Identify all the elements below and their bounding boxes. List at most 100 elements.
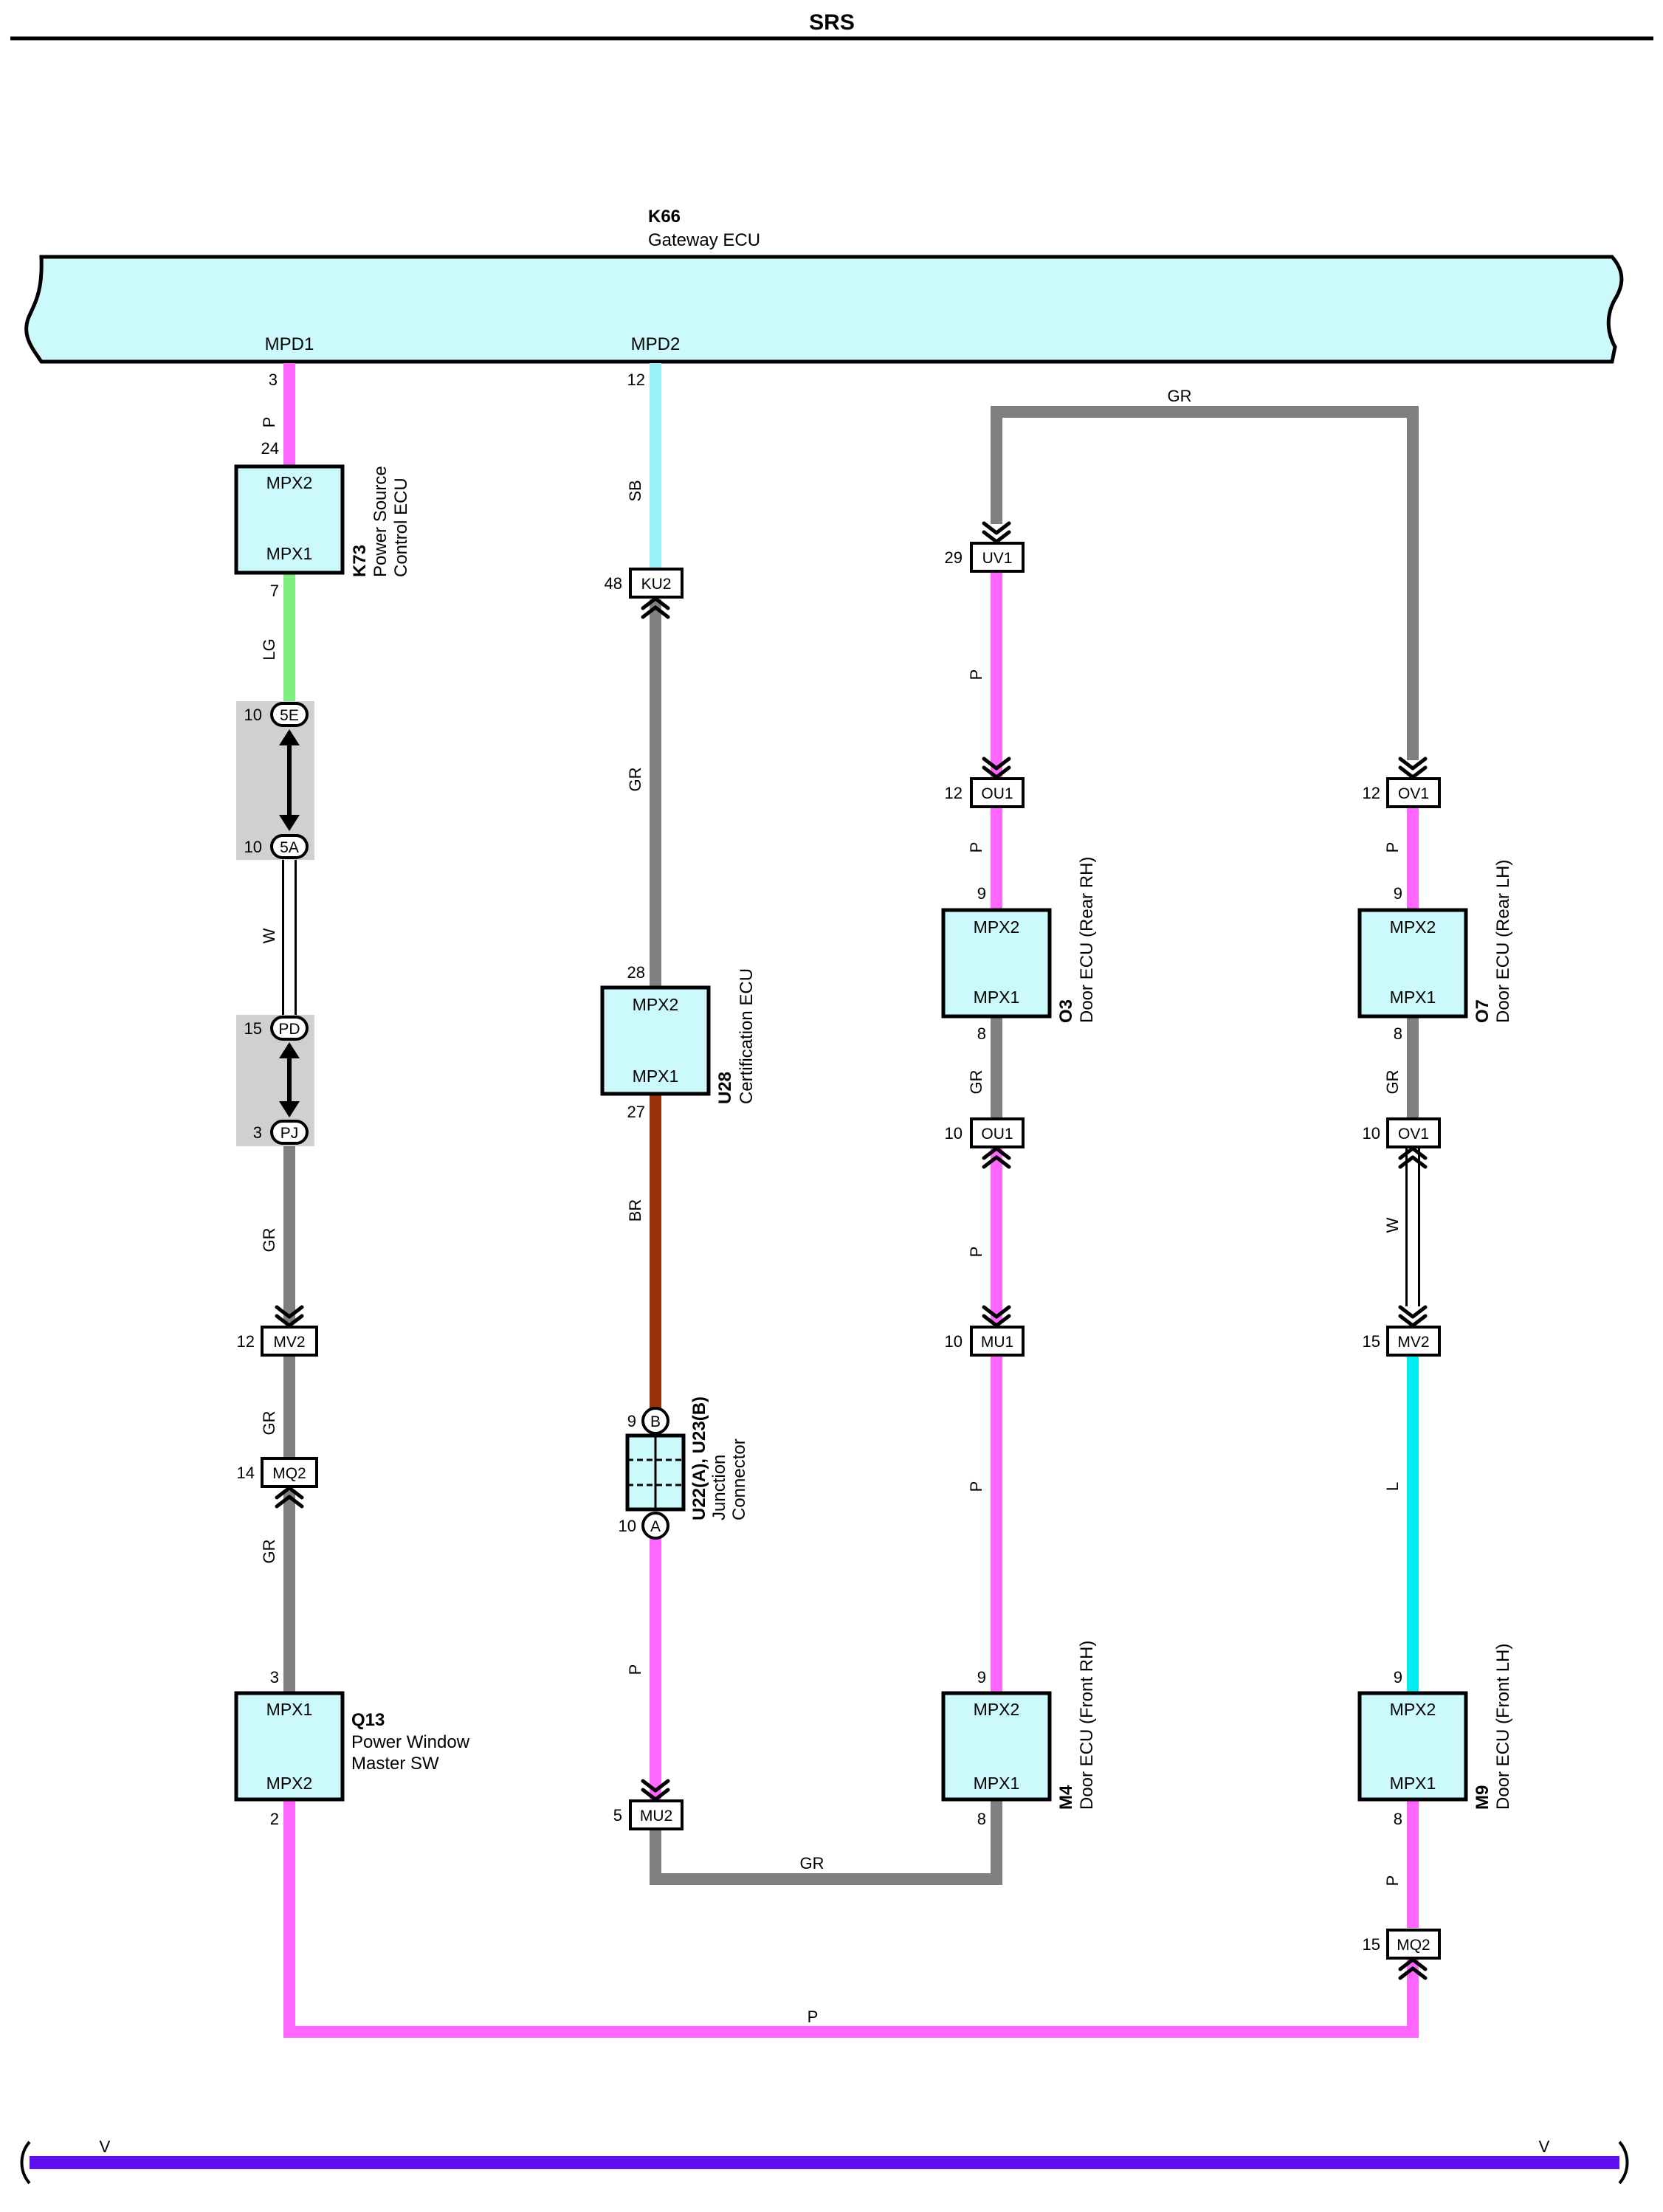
gateway-name: Gateway ECU [648, 230, 760, 250]
link-arrowhead-bottom [279, 815, 300, 831]
connector-5a-symbol [270, 834, 309, 859]
m4-ecu-box [941, 1691, 1052, 1802]
pin-numbers: 3 24 7 10 10 15 3 12 14 3 2 12 48 28 27 … [237, 371, 1402, 1954]
connector-ou1-top-label: OU1 [981, 785, 1013, 802]
pin-number: 5 [613, 1806, 622, 1825]
m4-bottom-pin: MPX1 [974, 1774, 1020, 1793]
chevron-down-icon [1400, 759, 1425, 777]
pin-number: 27 [627, 1103, 645, 1121]
wire-label: GR [1168, 387, 1192, 405]
wire-color-labels: P LG W GR GR GR P SB GR BR P GR GR P P G… [100, 387, 1550, 2156]
connector-mv2-right-box [1386, 1326, 1441, 1357]
u28-ecu-box [600, 985, 711, 1096]
q13-name-line1: Power Window [351, 1732, 470, 1752]
wire-label: P [967, 1247, 985, 1258]
o3-ecu-box [941, 908, 1052, 1019]
o3-name: Door ECU (Rear RH) [1077, 857, 1097, 1023]
v-bus-left-break [20, 2140, 31, 2185]
chevron-down-icon [984, 523, 1009, 542]
u28-bottom-pin: MPX1 [633, 1067, 679, 1086]
m4-top-pin: MPX2 [974, 1700, 1020, 1719]
u28-name-line1: Certification ECU [737, 968, 757, 1104]
wire-label: GR [260, 1540, 278, 1564]
u28-code: U28 [715, 1072, 735, 1104]
pin-number: 8 [977, 1024, 986, 1043]
pin-number: 24 [261, 439, 279, 458]
wire-label: BR [626, 1199, 644, 1222]
wire-label: P [967, 1481, 985, 1492]
junction-b-label: B [650, 1413, 661, 1430]
pin-number: 9 [1394, 1668, 1402, 1686]
connector-mv2-left-box [261, 1326, 318, 1357]
pin-number: 12 [627, 371, 645, 389]
pin-mpd1-label: MPD1 [265, 334, 314, 354]
chevron-down-icon [1400, 1307, 1425, 1326]
q13-ecu-box [234, 1691, 345, 1802]
connector-ov1-top-label: OV1 [1398, 785, 1429, 802]
m9-code: M9 [1473, 1785, 1492, 1810]
m4-code: M4 [1056, 1785, 1076, 1810]
pin-number: 10 [945, 1332, 963, 1351]
o7-bottom-pin: MPX1 [1390, 988, 1436, 1007]
connector-ov1-bottom-box [1386, 1117, 1441, 1148]
connector-uv1-box [970, 542, 1025, 573]
wire-label: W [260, 928, 278, 943]
connector-mu1-box [970, 1326, 1025, 1357]
connector-mq2-right-box [1386, 1929, 1441, 1960]
pin-number: 12 [237, 1332, 255, 1351]
pin-number: 14 [237, 1464, 255, 1482]
pin-number: 12 [945, 784, 963, 802]
pin-number: 10 [945, 1124, 963, 1143]
junction-a-circle [641, 1512, 669, 1540]
connector-ku2-label: KU2 [641, 576, 672, 593]
connector-uv1-label: UV1 [982, 550, 1013, 567]
q13-top-pin: MPX1 [266, 1700, 313, 1719]
o3-bottom-pin: MPX1 [974, 988, 1020, 1007]
u28-top-pin: MPX2 [633, 995, 679, 1014]
connector-ou1-bottom-label: OU1 [981, 1126, 1013, 1143]
connector-mu2-label: MU2 [640, 1808, 672, 1825]
pin-number: 7 [270, 582, 279, 600]
connector-ou1-top-box [970, 777, 1025, 808]
pin-number: 3 [253, 1123, 262, 1142]
gateway-ecu-body [24, 255, 1624, 364]
q13-bottom-pin: MPX2 [266, 1774, 313, 1793]
wire-label-v-left: V [100, 2137, 111, 2156]
wire-label: GR [1383, 1070, 1402, 1095]
junction-code: U22(A), U23(B) [689, 1396, 709, 1520]
connector-5a-label: 5A [280, 839, 299, 856]
pin-number: 15 [1363, 1935, 1380, 1954]
k73-name-line1: Power Source [371, 466, 390, 577]
o7-ecu-box [1357, 908, 1468, 1019]
wire-label: P [967, 842, 985, 853]
k73-name-line2: Control ECU [391, 478, 411, 577]
link-arrowhead-top-2 [279, 1042, 300, 1058]
connector-ov1-bottom-label: OV1 [1398, 1126, 1429, 1143]
wire-label: GR [626, 768, 644, 792]
pin-number: 9 [977, 1668, 986, 1686]
pin-number: 12 [1363, 784, 1380, 802]
pin-number: 9 [627, 1412, 636, 1430]
connector-mq2-left-label: MQ2 [272, 1465, 306, 1482]
pin-number: 15 [244, 1019, 262, 1038]
connector-mq2-right-label: MQ2 [1397, 1937, 1430, 1954]
wire-label: L [1383, 1482, 1402, 1491]
pin-mpd2-label: MPD2 [631, 334, 681, 354]
m9-name: Door ECU (Front LH) [1493, 1644, 1513, 1810]
o3-top-pin: MPX2 [974, 917, 1020, 937]
pin-number: 48 [605, 574, 622, 593]
connector-pd-symbol [270, 1016, 309, 1041]
o7-code: O7 [1473, 999, 1492, 1023]
junction-a-label: A [650, 1518, 661, 1535]
connector-pd-label: PD [278, 1021, 300, 1038]
pin-number: 10 [1363, 1124, 1380, 1143]
pin-number: 2 [270, 1810, 279, 1828]
wire-label: P [626, 1664, 644, 1675]
wire-label: GR [260, 1228, 278, 1253]
k73-top-pin: MPX2 [266, 473, 313, 492]
wire-label: LG [260, 638, 278, 660]
pin-number: 9 [1394, 884, 1402, 903]
wire-gr-mu2-m4 [650, 1799, 1002, 1885]
m4-name: Door ECU (Front RH) [1077, 1641, 1097, 1810]
